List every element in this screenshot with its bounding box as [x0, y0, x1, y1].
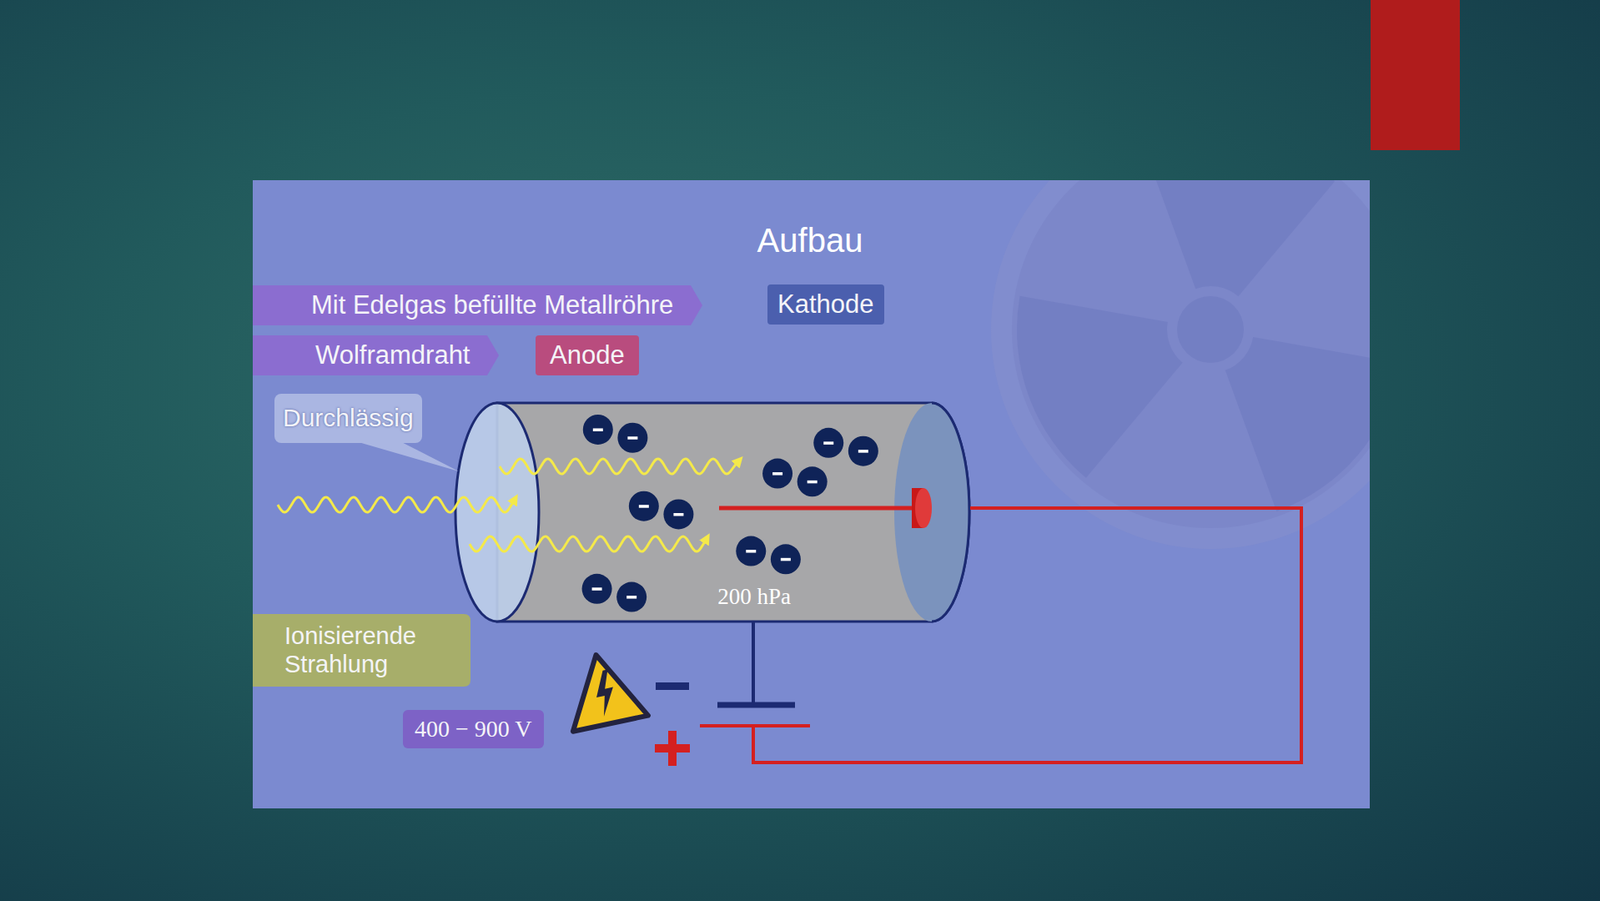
electron — [583, 414, 614, 445]
electron-body — [616, 582, 647, 613]
label-band: Mit Edelgas befüllte Metallröhre — [252, 285, 703, 326]
radiation-wave — [277, 497, 516, 513]
electron — [770, 543, 801, 574]
electron-body — [583, 414, 614, 445]
electron — [663, 498, 694, 529]
box-shape — [767, 284, 885, 325]
electron-charge — [592, 587, 603, 591]
box-shape — [402, 709, 544, 749]
electron-body — [582, 573, 613, 604]
symbol-ring — [991, 180, 1370, 549]
band-shape — [252, 285, 703, 326]
symbol-blade — [1225, 337, 1370, 512]
electron — [762, 458, 793, 489]
electron-body — [663, 498, 694, 529]
electron-charge — [807, 480, 818, 484]
lightning-bolt — [591, 669, 619, 717]
corner-accent — [1370, 0, 1460, 151]
voltage-tag: 400 − 900 V — [402, 709, 544, 749]
symbol-disk — [1011, 180, 1370, 529]
radiation-waves — [277, 458, 740, 552]
radiation-wave — [499, 458, 740, 474]
pressure-label: 200 hPa — [717, 583, 791, 610]
node-text: Wolframdraht — [315, 340, 471, 371]
radiation-symbol — [991, 180, 1370, 549]
band-shape — [252, 335, 499, 376]
slide-title: Aufbau — [757, 221, 864, 260]
label-band: Wolframdraht — [252, 335, 499, 376]
box-shape — [535, 335, 639, 376]
warning-triangle — [558, 646, 648, 731]
anode-wire — [719, 506, 921, 511]
electron-body — [735, 536, 766, 567]
electron-body — [770, 543, 801, 574]
label-band: Ionisierende Strahlung — [252, 613, 471, 687]
electron — [848, 436, 879, 467]
node-text: 400 − 900 V — [414, 715, 533, 743]
electron-body — [617, 422, 648, 453]
electron — [813, 427, 844, 458]
electron-charge — [638, 504, 650, 509]
band-shape — [252, 613, 471, 687]
electron-charge — [673, 513, 684, 517]
wire-minus — [751, 622, 755, 704]
electron-group — [582, 414, 879, 613]
symbol-blade — [1016, 296, 1183, 478]
metal-tube — [497, 402, 970, 622]
minus-sign — [655, 682, 690, 690]
electron — [617, 422, 648, 453]
warning-sign — [558, 646, 648, 731]
symbol-blade — [1144, 180, 1335, 297]
anode-holder-end — [915, 488, 932, 529]
symbol-center — [1177, 296, 1244, 363]
radiation-wave — [469, 536, 708, 552]
electrode-tag: Anode — [535, 335, 639, 376]
tube-end — [894, 402, 970, 622]
node-text: Durchlässig — [282, 403, 414, 433]
electron-charge — [772, 472, 783, 476]
electron — [628, 491, 660, 522]
electron-charge — [593, 427, 604, 432]
node-text: Kathode — [777, 289, 875, 320]
electron — [797, 466, 828, 497]
callout-pointer — [355, 441, 459, 472]
electron-body — [848, 436, 879, 467]
electron-charge — [780, 558, 791, 562]
node-text: Ionisierende Strahlung — [284, 622, 456, 679]
wire-plus — [753, 508, 1302, 763]
electron — [582, 573, 613, 604]
electron-charge — [823, 441, 834, 445]
electron-body — [797, 466, 828, 497]
electron-charge — [858, 449, 869, 453]
electron-charge — [745, 549, 756, 554]
electron-charge — [626, 595, 637, 599]
battery-plus-plate — [699, 724, 811, 728]
electron-body — [813, 427, 844, 458]
window — [455, 402, 539, 622]
tube-body — [497, 402, 970, 622]
electron — [616, 582, 647, 613]
electron — [735, 536, 766, 567]
box-shape — [274, 393, 423, 443]
node-text: Mit Edelgas befüllte Metallröhre — [311, 290, 674, 321]
battery-minus-plate — [717, 702, 795, 709]
electron-body — [628, 491, 660, 522]
tube-end-outline — [931, 402, 970, 622]
electron-charge — [627, 436, 638, 440]
callout-box: Durchlässig — [274, 393, 423, 443]
node-text: Anode — [549, 340, 625, 371]
electron-body — [762, 458, 793, 489]
radiation-watermark — [991, 180, 1370, 549]
electrode-tag: Kathode — [767, 284, 885, 325]
plus-sign — [668, 730, 677, 766]
